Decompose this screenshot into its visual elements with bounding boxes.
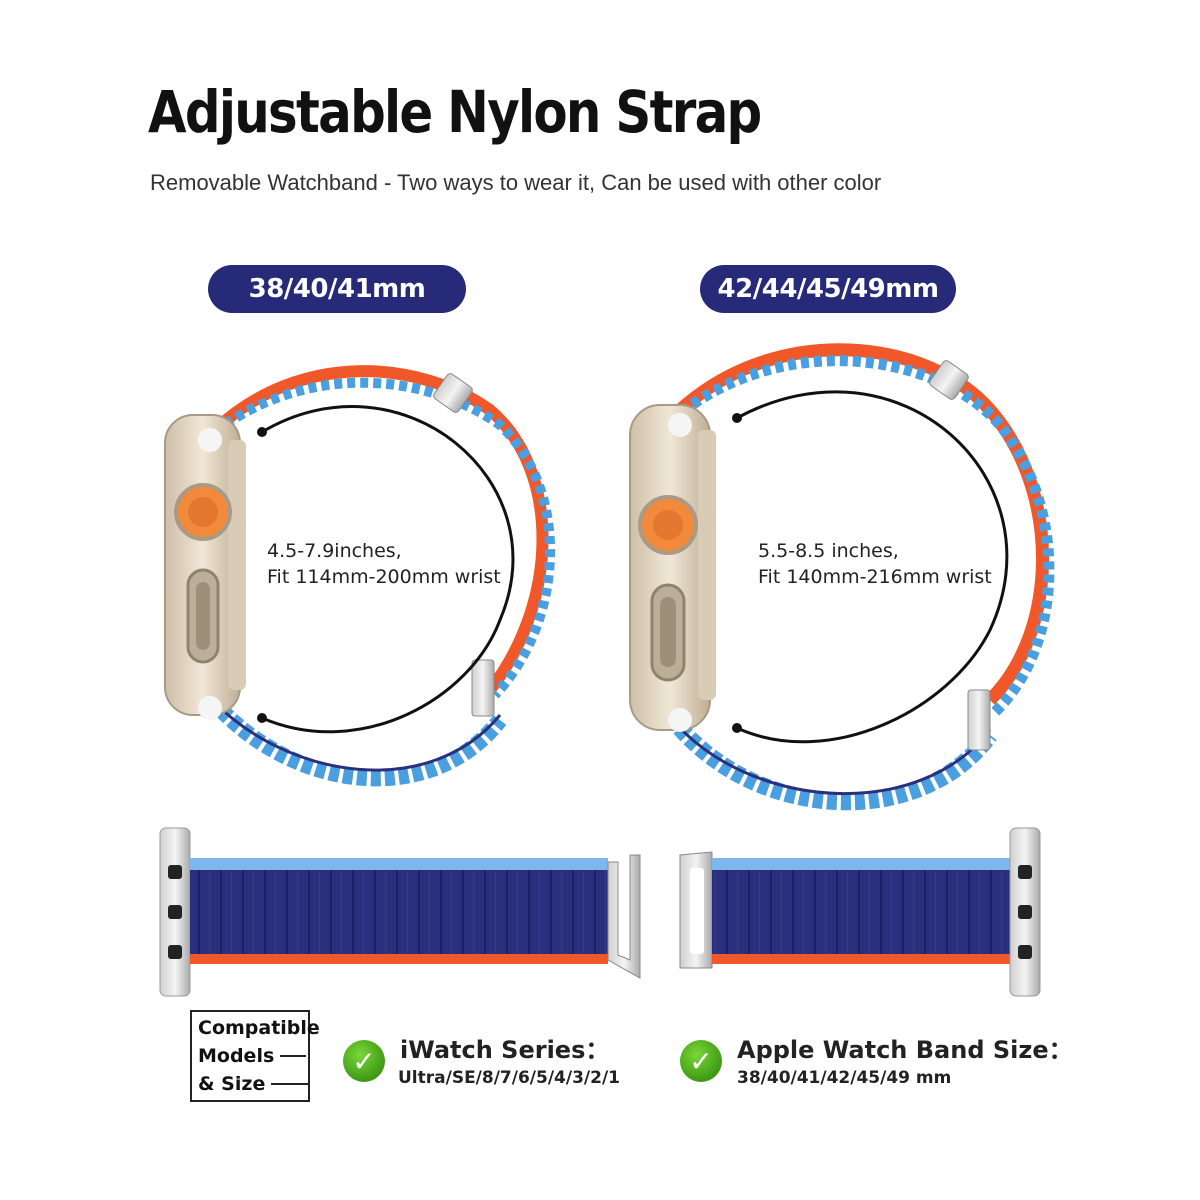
check-circle-icon: ✓ bbox=[343, 1040, 385, 1082]
fit-range-small-mm: Fit 114mm-200mm wrist bbox=[267, 566, 501, 588]
compat-rule bbox=[271, 1083, 308, 1085]
compat-text-2: Models bbox=[198, 1045, 275, 1067]
compat-line-3: & Size bbox=[198, 1070, 308, 1098]
compat-text-3: & Size bbox=[198, 1073, 266, 1095]
size-badge-small: 38/40/41mm bbox=[208, 265, 466, 313]
compatibility-box: Compatible Models & Size bbox=[190, 1010, 320, 1102]
check-circle-icon: ✓ bbox=[680, 1040, 722, 1082]
compat-line-1: Compatible bbox=[198, 1014, 320, 1042]
fit-range-small-inches: 4.5-7.9inches, bbox=[267, 540, 402, 562]
watch-small bbox=[164, 365, 556, 787]
band-size-label: Apple Watch Band Size： bbox=[737, 1036, 1073, 1064]
page-subtitle: Removable Watchband - Two ways to wear i… bbox=[150, 170, 882, 195]
size-badge-large: 42/44/45/49mm bbox=[700, 265, 956, 313]
fit-range-small: 4.5-7.9inches, Fit 114mm-200mm wrist bbox=[267, 538, 501, 590]
page-title: Adjustable Nylon Strap bbox=[148, 78, 762, 146]
compat-text-1: Compatible bbox=[198, 1017, 320, 1039]
fit-range-large-inches: 5.5-8.5 inches, bbox=[758, 540, 899, 562]
watch-large bbox=[629, 343, 1055, 811]
flat-strap-left bbox=[159, 827, 641, 997]
fit-range-large: 5.5-8.5 inches, Fit 140mm-216mm wrist bbox=[758, 538, 992, 590]
band-size-value: 38/40/41/42/45/49 mm bbox=[737, 1068, 952, 1088]
series-value: Ultra/SE/8/7/6/5/4/3/2/1 bbox=[398, 1068, 620, 1088]
series-label: iWatch Series： bbox=[400, 1036, 610, 1064]
flat-strap-right bbox=[679, 827, 1041, 997]
fit-range-large-mm: Fit 140mm-216mm wrist bbox=[758, 566, 992, 588]
compat-rule bbox=[280, 1055, 307, 1057]
compat-line-2: Models bbox=[198, 1042, 308, 1070]
